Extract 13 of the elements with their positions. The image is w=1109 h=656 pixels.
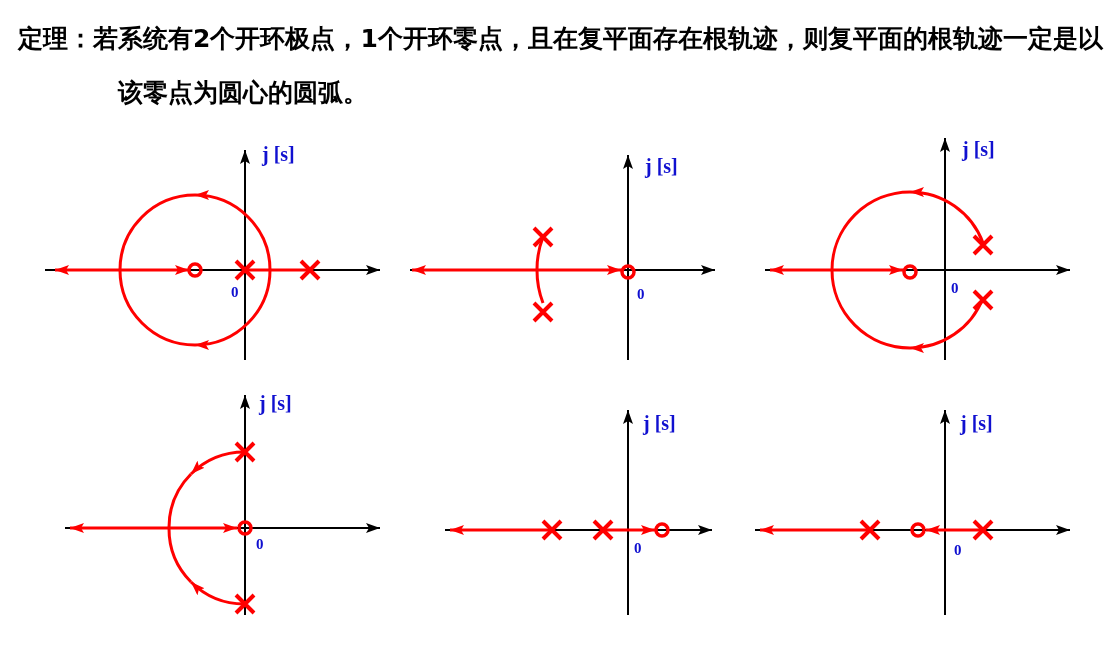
axis-label: j [s]	[645, 155, 678, 178]
origin-label: 0	[954, 542, 962, 559]
axis-label: j [s]	[962, 138, 995, 161]
axis-label: j [s]	[960, 412, 993, 435]
axis-label: j [s]	[259, 392, 292, 415]
origin-label: 0	[951, 280, 959, 297]
axis-label: j [s]	[262, 143, 295, 166]
axis-label: j [s]	[643, 412, 676, 435]
origin-label: 0	[256, 536, 264, 553]
origin-label: 0	[231, 284, 239, 301]
origin-label: 0	[637, 286, 645, 303]
theorem-text: 定理：若系统有2个开环极点，1个开环零点，且在复平面存在根轨迹，则复平面的根轨迹一定是以该零点为圆心的圆弧。	[18, 23, 1104, 109]
origin-label: 0	[634, 540, 642, 557]
